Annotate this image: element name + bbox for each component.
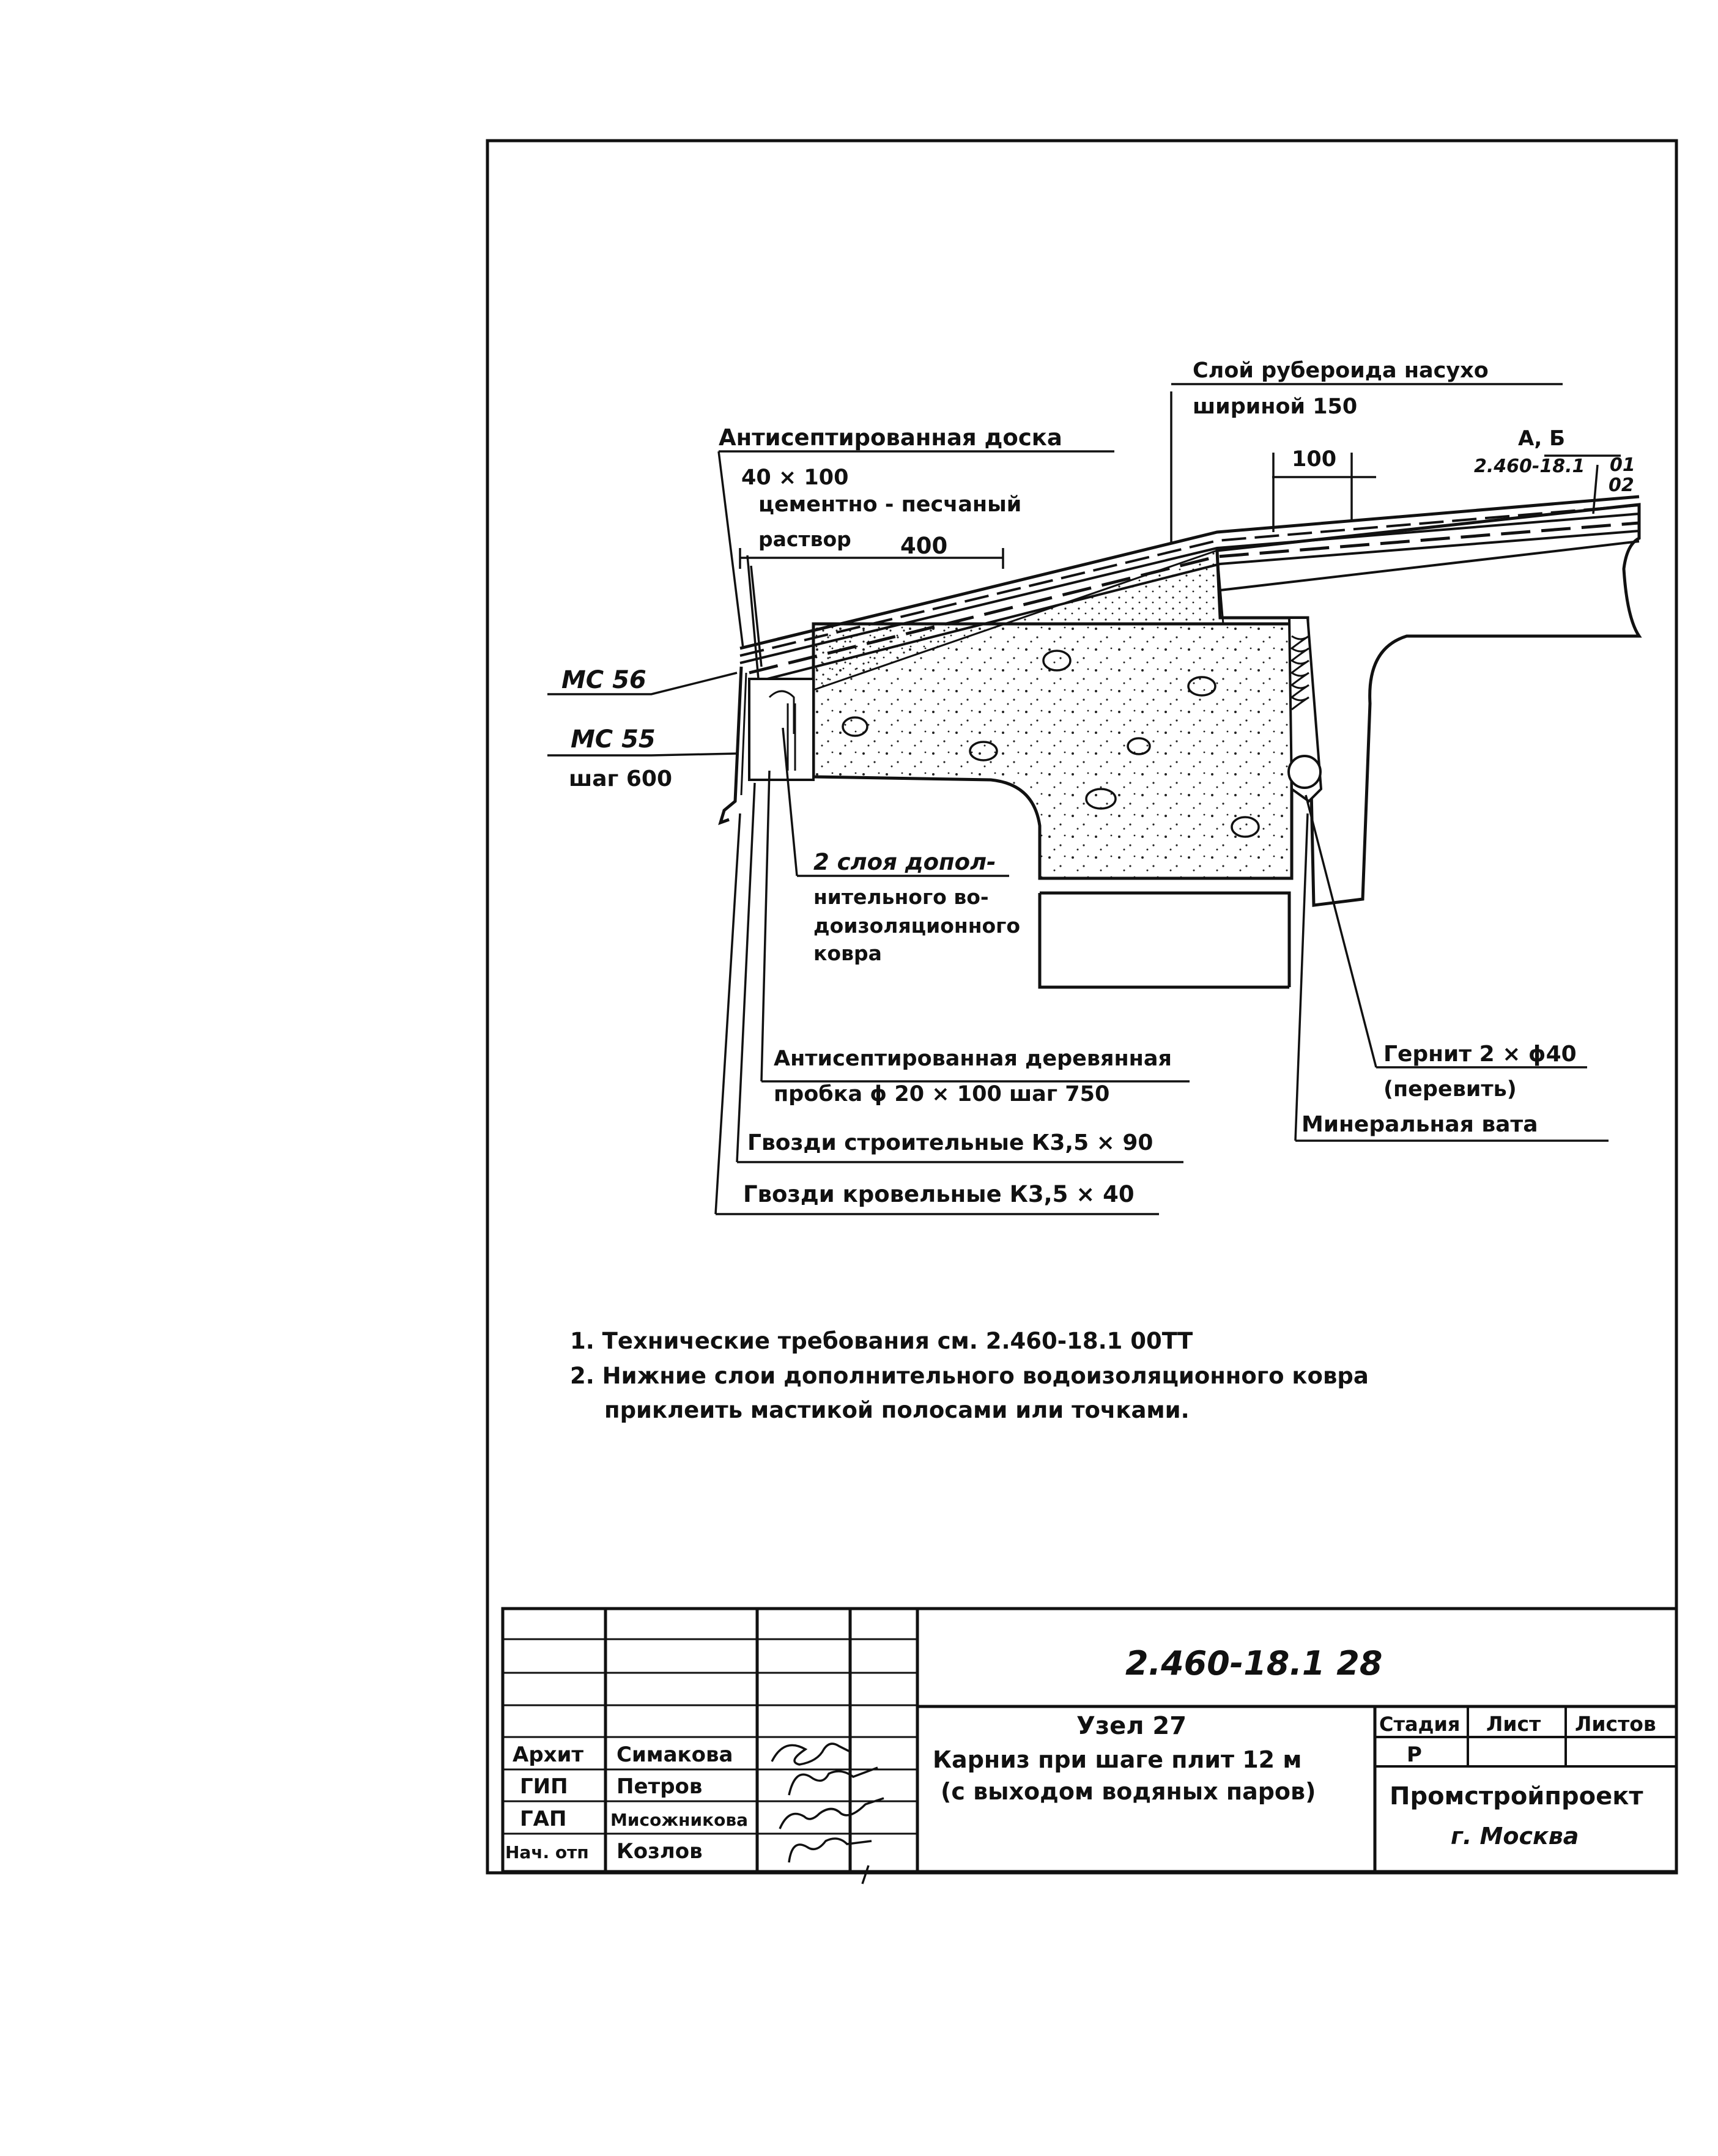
label-section-sheet-2: 02: [1609, 475, 1634, 496]
signatures: [771, 1743, 884, 1884]
label-board: Антисептированная доска: [719, 424, 1062, 451]
label-section-doc: 2.460-18.1: [1474, 456, 1585, 477]
name-gip: Петров: [616, 1774, 702, 1799]
label-roofing-felt: Слой рубероида насухо: [1193, 358, 1489, 383]
drawing-title-1: Узел 27: [1076, 1712, 1187, 1740]
role-gip: ГИП: [520, 1774, 568, 1799]
note-1: 1. Технические требования см. 2.460-18.1…: [570, 1328, 1193, 1354]
org-city: г. Москва: [1451, 1823, 1579, 1850]
label-dim-400: 400: [900, 533, 947, 559]
label-nails-roofing: Гвозди кровельные К3,5 × 40: [743, 1181, 1135, 1207]
label-section-sheet-1: 01: [1610, 454, 1635, 476]
name-gap: Мисожникова: [610, 1810, 748, 1830]
drawing-title-2: Карниз при шаге плит 12 м: [933, 1746, 1301, 1773]
label-extra-layers-2: нительного во-: [813, 885, 989, 909]
sheet-header: Лист: [1486, 1712, 1541, 1736]
label-extra-layers-3: доизоляционного: [813, 914, 1020, 938]
org-name: Промстройпроект: [1390, 1782, 1643, 1810]
aggregate-marks: [842, 650, 1260, 838]
role-head: Нач. отп: [505, 1842, 589, 1862]
label-extra-layers-4: ковра: [813, 941, 882, 965]
note-2-continued: приклеить мастикой полосами или точками.: [604, 1397, 1190, 1423]
label-mineral-wool: Минеральная вата: [1301, 1112, 1538, 1137]
antiseptic-board: [748, 678, 815, 781]
label-mc56: МС 56: [561, 666, 646, 694]
label-section-ref: А, Б: [1518, 426, 1565, 451]
label-dim-100: 100: [1292, 447, 1336, 472]
drawing-title-3: (с выходом водяных паров): [941, 1778, 1316, 1805]
label-mortar-1: цементно - песчаный: [758, 492, 1021, 517]
adjacent-slab: [1215, 503, 1642, 907]
label-extra-layers-1: 2 слоя допол-: [813, 849, 996, 875]
label-nails-construction: Гвозди строительные К3,5 × 90: [747, 1130, 1153, 1155]
label-mc55-step: шаг 600: [569, 766, 672, 791]
title-block-text: 2.460-18.1 28 Узел 27 Карниз при шаге пл…: [505, 1644, 1656, 1864]
label-mortar-2: раствор: [758, 527, 851, 551]
label-mc55: МС 55: [571, 725, 656, 754]
roofing-layers: [739, 495, 1640, 683]
gernit-cord: [1287, 755, 1322, 789]
role-architect: Архит: [513, 1743, 583, 1767]
title-block: [501, 1607, 1678, 1873]
slab-body: [812, 622, 1294, 880]
sheets-header: Листов: [1575, 1712, 1656, 1736]
role-gap: ГАП: [520, 1807, 566, 1831]
label-board-size: 40 × 100: [741, 465, 848, 490]
note-2: 2. Нижние слои дополнительного водоизоля…: [570, 1363, 1369, 1389]
name-head: Козлов: [616, 1839, 703, 1864]
label-roofing-felt-width: шириной 150: [1193, 395, 1357, 419]
name-architect: Симакова: [616, 1743, 733, 1767]
eaves-detail: Слой рубероида насухо шириной 150 100 А,…: [547, 358, 1642, 1215]
dimension-lines: [739, 453, 1621, 569]
doc-code: 2.460-18.1 28: [1125, 1644, 1382, 1683]
wall-block: [1038, 891, 1291, 989]
label-plug-2: пробка ϕ 20 × 100 шаг 750: [774, 1082, 1109, 1106]
leader-lines: [547, 383, 1609, 1215]
drip-edge-mc56: [718, 666, 743, 826]
label-gernit-2: (перевить): [1383, 1077, 1517, 1102]
label-gernit-1: Гернит 2 × ϕ40: [1383, 1042, 1577, 1067]
sheet-frame: [486, 139, 1678, 1875]
stage-value: Р: [1407, 1743, 1422, 1767]
label-plug-1: Антисептированная деревянная: [774, 1047, 1172, 1071]
stage-header: Стадия: [1379, 1713, 1460, 1736]
notes: 1. Технические требования см. 2.460-18.1…: [570, 1328, 1369, 1423]
